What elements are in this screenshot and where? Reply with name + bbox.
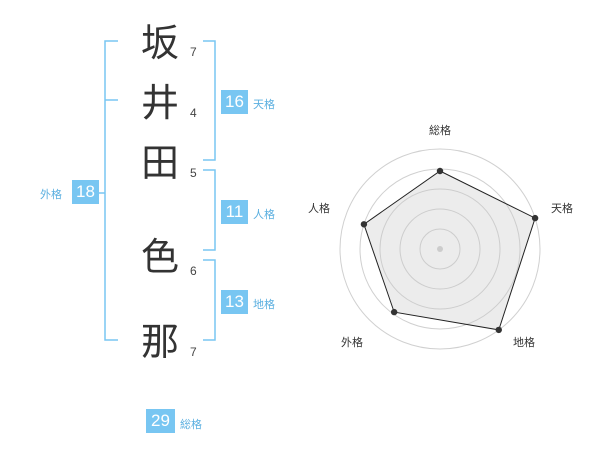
radar-axis-label-soukaku: 総格 xyxy=(429,124,451,137)
stroke-count-3: 5 xyxy=(190,166,197,180)
name-char-3: 田 xyxy=(140,141,179,185)
radar-chart xyxy=(339,148,541,350)
jinkaku-value: 11 xyxy=(221,200,248,224)
soukaku-label: 総格 xyxy=(180,418,202,431)
chikaku-label: 地格 xyxy=(253,298,275,311)
radar-ring-2 xyxy=(399,208,481,290)
radar-ring-3 xyxy=(379,188,501,310)
radar-axis-label-jinkaku: 人格 xyxy=(308,202,330,215)
radar-center-dot xyxy=(437,246,443,252)
radar-axis-label-chikaku: 地格 xyxy=(513,336,535,349)
name-char-5: 那 xyxy=(140,320,179,364)
gaikaku-bracket xyxy=(104,40,118,341)
radar-point-1 xyxy=(436,167,444,175)
stroke-count-1: 7 xyxy=(190,45,197,59)
stroke-count-4: 6 xyxy=(190,264,197,278)
name-char-1: 坂 xyxy=(140,21,179,65)
radar-point-2 xyxy=(531,214,539,222)
radar-polygon xyxy=(363,170,536,331)
radar-point-5 xyxy=(360,221,368,228)
chikaku-bracket xyxy=(203,259,216,341)
radar-axis-label-tenkaku: 天格 xyxy=(551,202,573,215)
soukaku-value: 29 xyxy=(146,409,175,433)
tenkaku-value: 16 xyxy=(221,90,248,114)
gaikaku-label: 外格 xyxy=(40,188,62,201)
radar-point-3 xyxy=(495,326,502,334)
radar-point-4 xyxy=(390,308,398,316)
gaikaku-value: 18 xyxy=(72,180,99,204)
chikaku-value: 13 xyxy=(221,290,248,314)
name-char-2: 井 xyxy=(140,81,179,125)
tenkaku-bracket xyxy=(203,40,216,161)
stroke-count-5: 7 xyxy=(190,345,197,359)
jinkaku-label: 人格 xyxy=(253,208,275,221)
jinkaku-bracket xyxy=(203,169,216,251)
radar-axis-label-gaikaku: 外格 xyxy=(341,336,363,349)
radar-ring-1 xyxy=(419,228,461,270)
name-char-4: 色 xyxy=(140,235,179,279)
stroke-count-2: 4 xyxy=(190,106,197,120)
tenkaku-label: 天格 xyxy=(253,98,275,111)
